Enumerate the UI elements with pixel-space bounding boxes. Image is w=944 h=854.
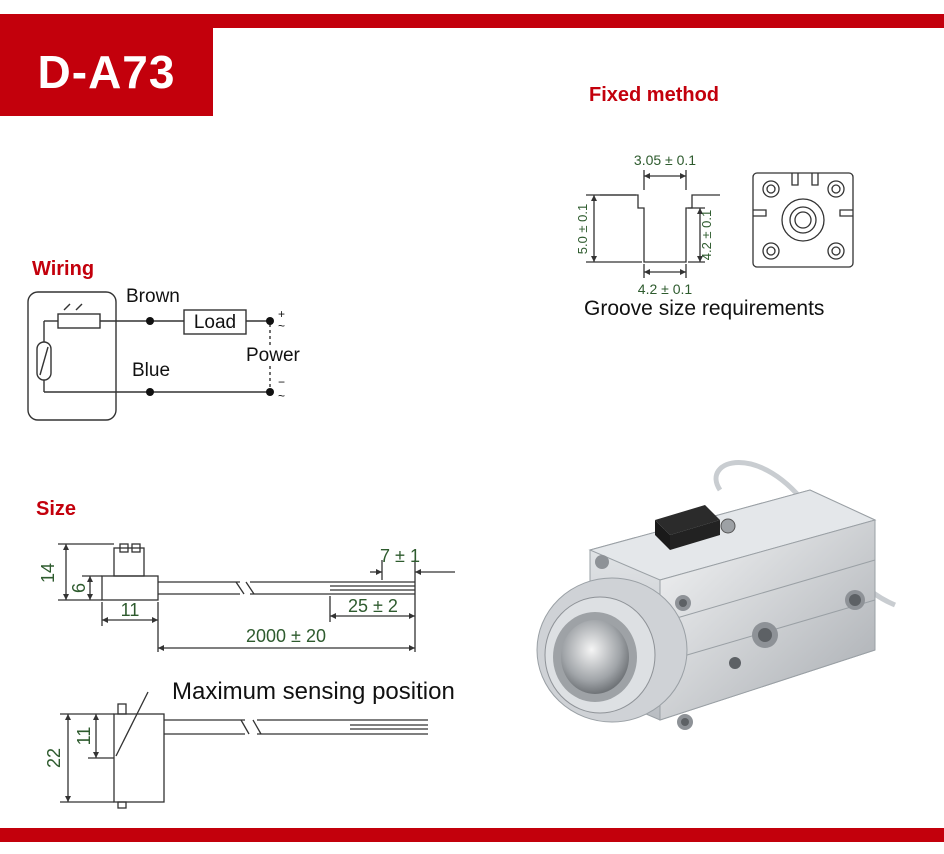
dim-6: 6 <box>69 583 89 593</box>
wiring-heading: Wiring <box>32 258 95 280</box>
bottom-red-bar <box>0 828 944 842</box>
size-heading: Size <box>36 498 77 520</box>
minus-sign: − <box>278 375 285 389</box>
dim-7: 7 ± 1 <box>380 546 420 566</box>
tilde-sign-bottom: ~ <box>278 389 285 403</box>
dim-25: 25 ± 2 <box>348 596 398 616</box>
brown-wire-label: Brown <box>126 286 180 307</box>
groove-diagram: 3.05 ± 0.1 5.0 ± 0.1 4.2 ± 0.1 4.2 ± 0.1 <box>575 152 854 297</box>
groove-caption: Groove size requirements <box>584 297 825 320</box>
dim-11-side: 11 <box>74 727 94 746</box>
groove-dim-left: 5.0 ± 0.1 <box>575 204 590 255</box>
max-sensing-label: Maximum sensing position <box>172 678 455 705</box>
model-title-box: D-A73 <box>0 28 213 116</box>
tilde-sign-top: ~ <box>278 319 285 333</box>
dim-22: 22 <box>44 748 64 768</box>
top-red-bar <box>0 14 944 28</box>
groove-dim-right: 4.2 ± 0.1 <box>699 210 714 261</box>
groove-dim-top: 3.05 ± 0.1 <box>634 152 696 168</box>
dim-2000: 2000 ± 20 <box>246 626 326 646</box>
wiring-diagram: Load Brown Blue Power + ~ − ~ <box>27 286 301 421</box>
size-drawing: 14 6 11 7 ± 1 25 ± 2 2000 ± 20 22 11 <box>38 543 455 809</box>
groove-dim-bottom: 4.2 ± 0.1 <box>638 281 693 297</box>
load-label: Load <box>194 312 236 333</box>
model-title: D-A73 <box>37 46 176 98</box>
blue-wire-label: Blue <box>132 360 170 381</box>
power-label: Power <box>246 345 301 366</box>
dim-11: 11 <box>121 600 140 620</box>
dim-14: 14 <box>38 563 58 583</box>
fixed-method-heading: Fixed method <box>589 84 720 106</box>
cylinder-product-image <box>536 460 896 730</box>
plus-sign: + <box>278 307 285 321</box>
